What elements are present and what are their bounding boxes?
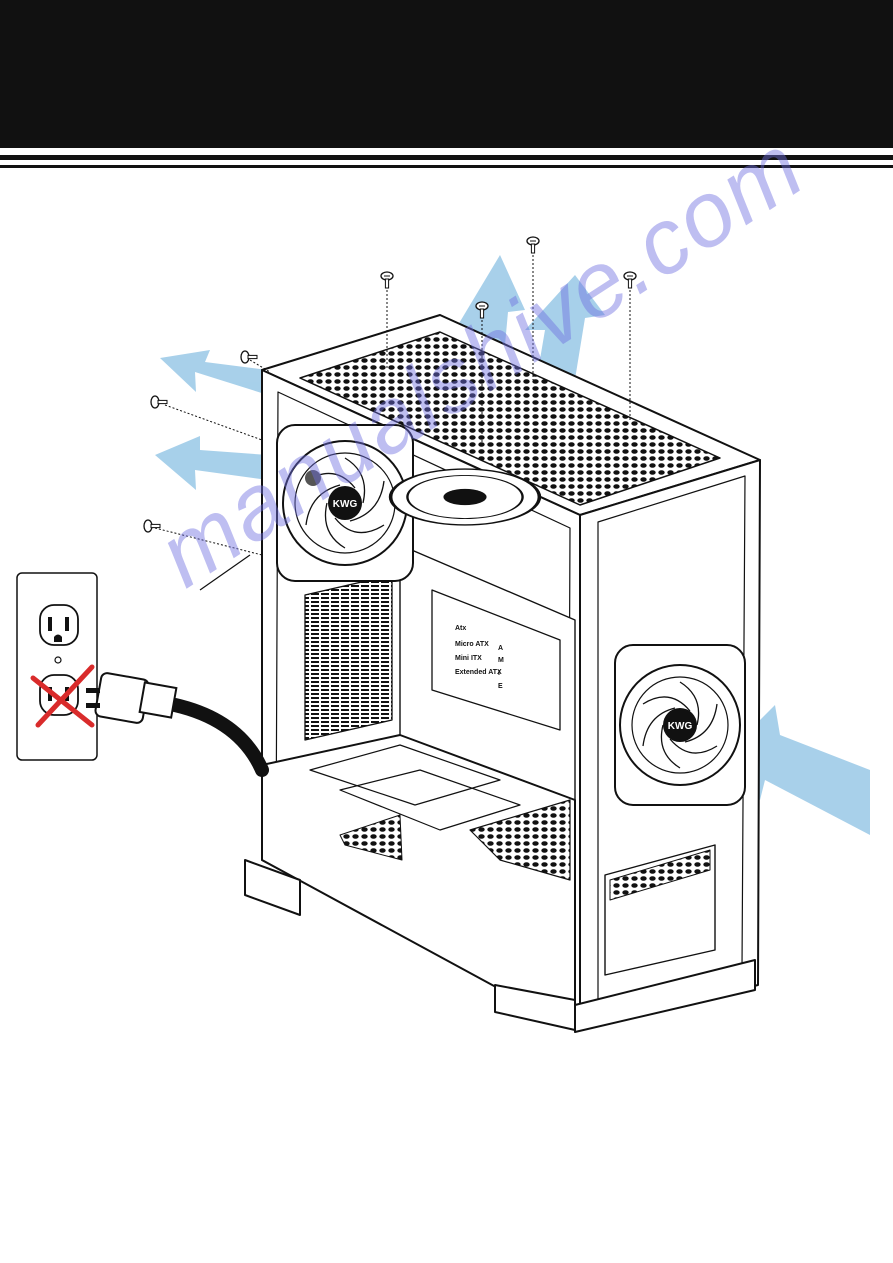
front-fan: KWG <box>614 644 746 806</box>
mb-letter-m: M <box>498 657 504 664</box>
screw-icon <box>143 519 161 533</box>
no-power-cross-icon <box>30 664 95 728</box>
warning-dot <box>305 470 321 486</box>
top-fan <box>388 468 542 526</box>
screw-icon <box>240 350 258 364</box>
exhaust-arrow-rear-1 <box>160 350 268 395</box>
mb-letter-i: I <box>498 670 500 677</box>
screw-icon <box>150 395 168 409</box>
header-rule-thick <box>0 155 893 160</box>
psu-shroud <box>261 734 576 1031</box>
mb-letter-a: A <box>498 645 503 652</box>
mb-label-mini-itx: Mini ITX <box>455 655 482 662</box>
expansion-slots <box>304 574 393 741</box>
screws <box>143 236 637 556</box>
screw-icon <box>526 236 540 254</box>
mb-label-micro-atx: Micro ATX <box>455 641 489 648</box>
mb-letter-e: E <box>498 683 503 690</box>
motherboard-standoff-labels: Atx A Micro ATX M Mini ITX I Extended AT… <box>455 625 504 690</box>
screw-icon <box>623 271 637 289</box>
screw-icon <box>380 271 394 289</box>
power-plug-icon <box>86 672 269 777</box>
power-outlet-icon <box>16 572 98 761</box>
front-fan-logo: KWG <box>668 721 693 732</box>
top-mesh <box>299 331 721 506</box>
header-rule-thin <box>0 165 893 168</box>
header-bar <box>0 0 893 148</box>
exhaust-arrow-rear-2 <box>155 436 268 490</box>
case-foot-rear <box>244 859 301 916</box>
mb-label-atx: Atx <box>455 625 466 632</box>
rear-fan-logo: KWG <box>333 499 358 510</box>
mb-label-extended-atx: Extended ATX <box>455 669 502 676</box>
